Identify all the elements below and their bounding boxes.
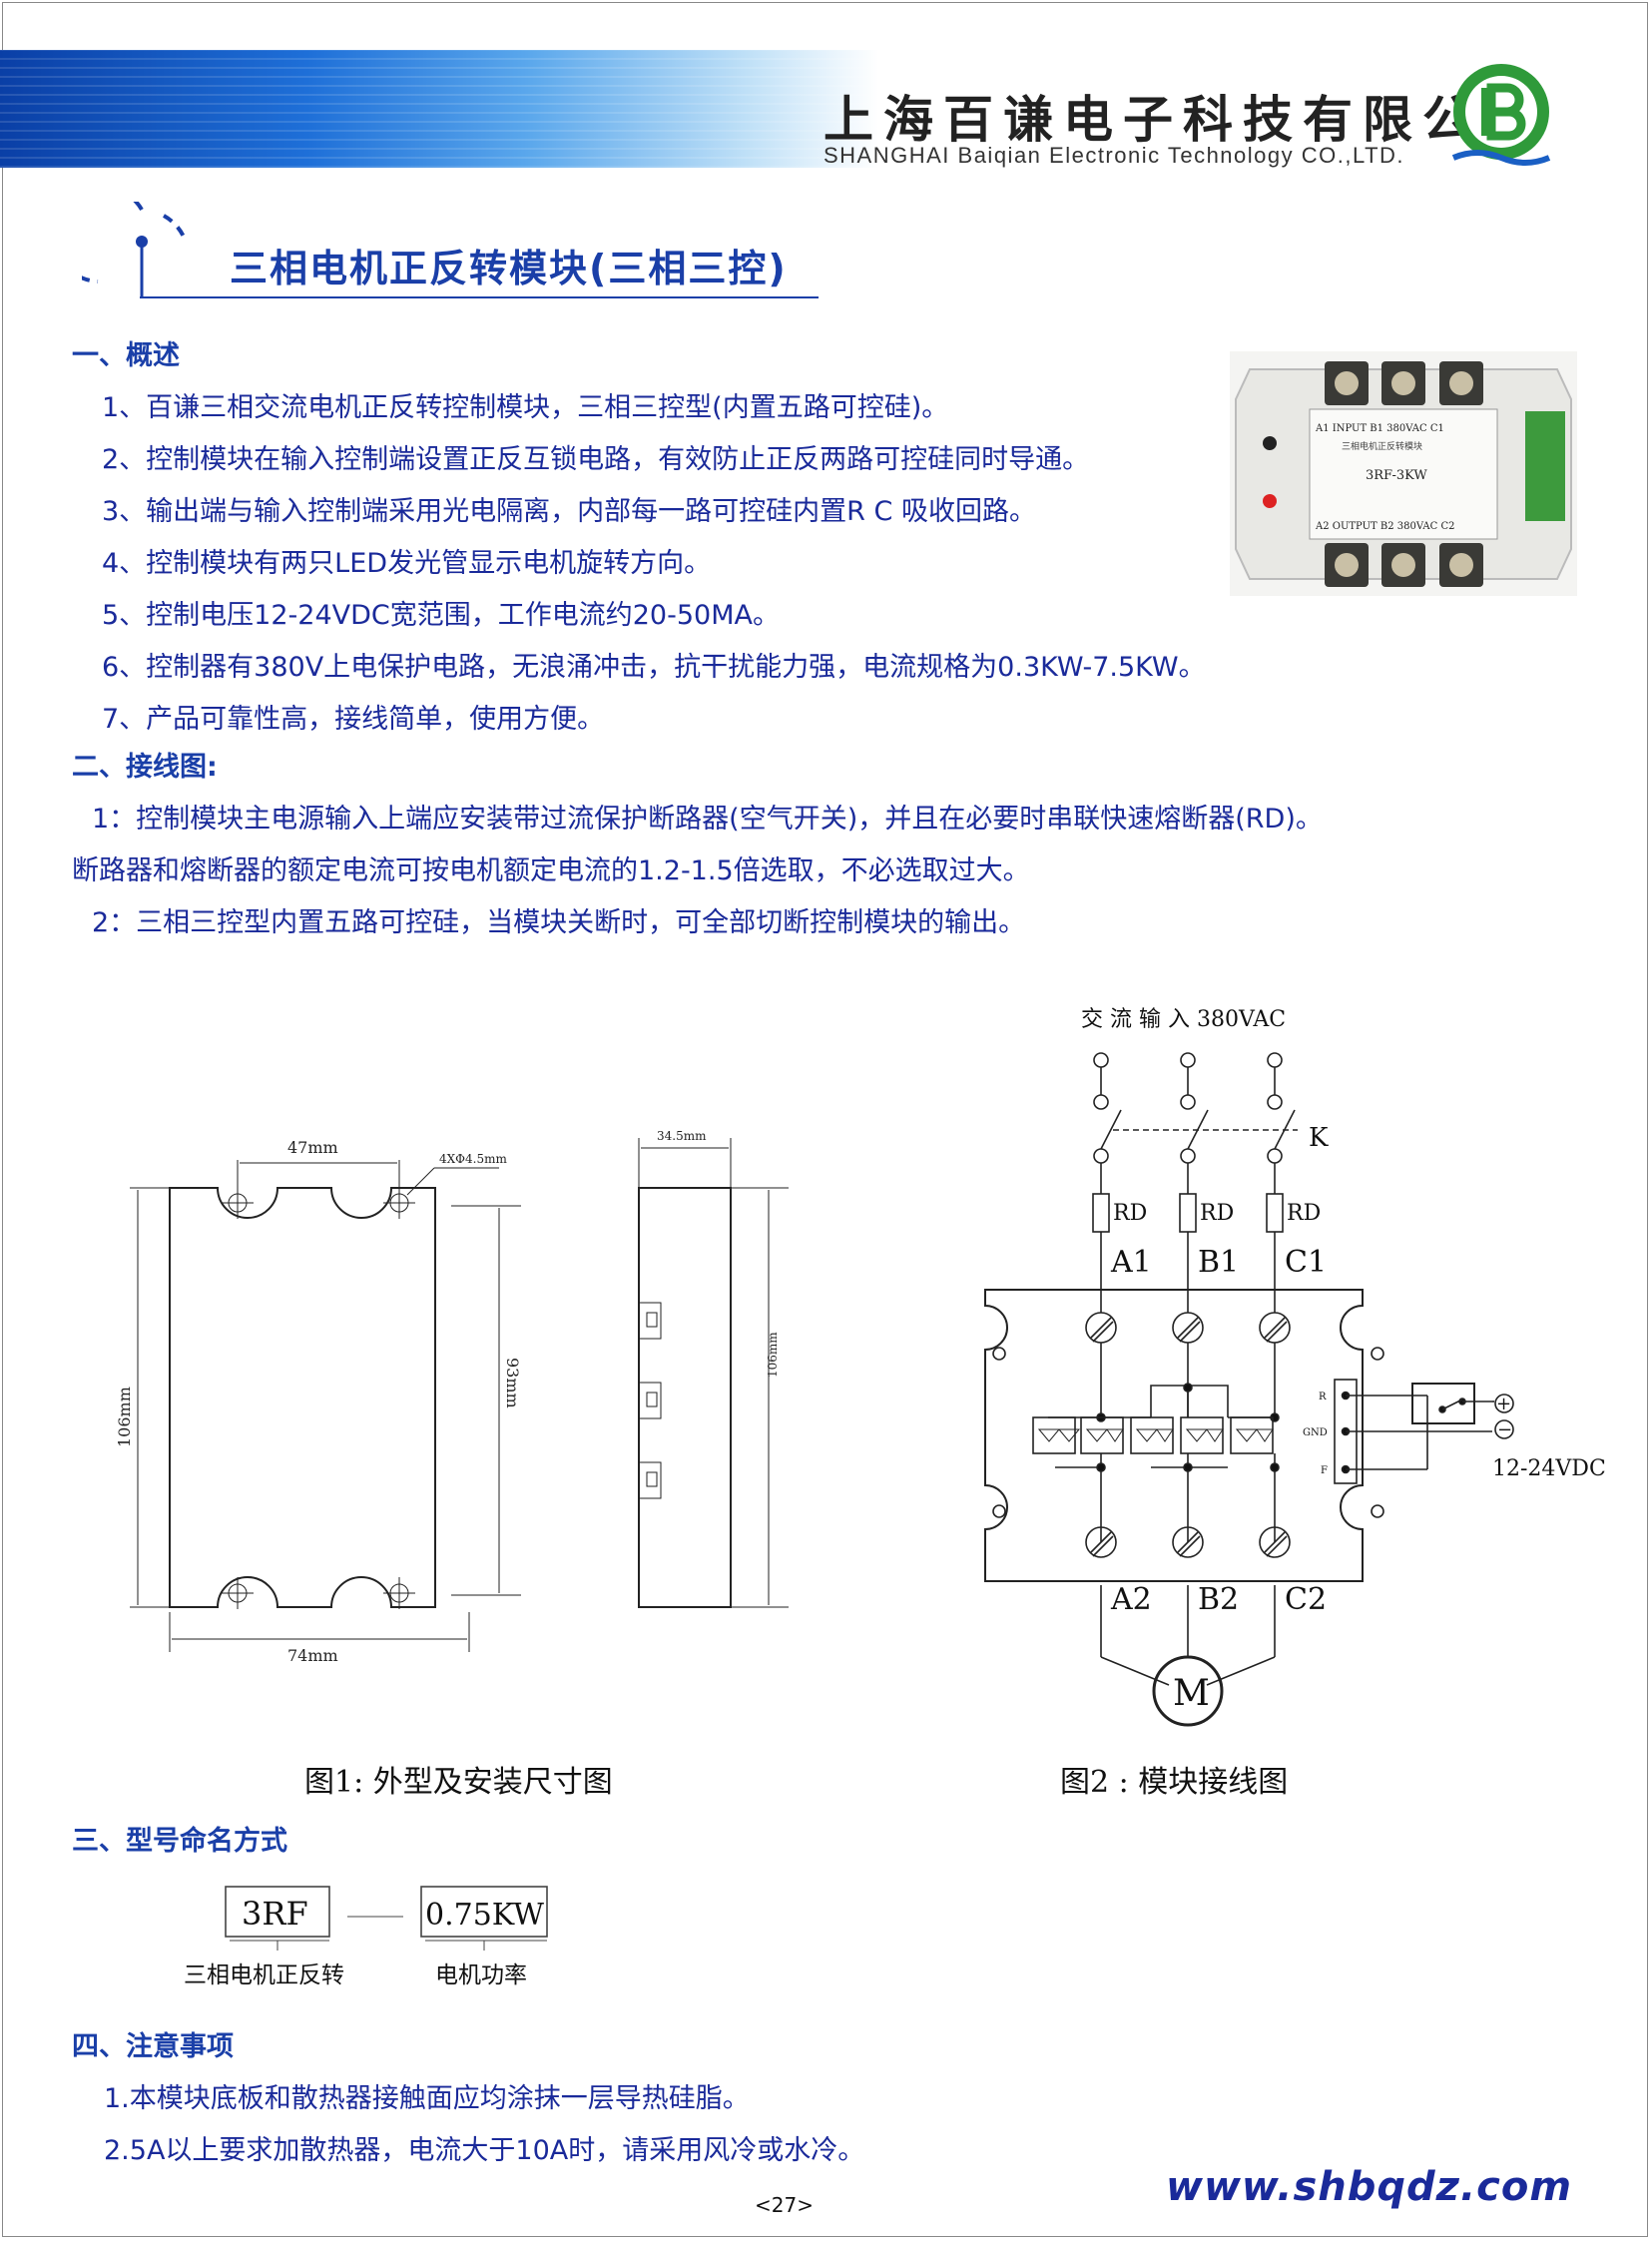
product-photo: A1 INPUT B1 380VAC C1 三相电机正反转模块 3RF-3KW …	[1230, 351, 1577, 596]
dim-side-top: 34.5mm	[657, 1129, 707, 1143]
photo-label-mid: 三相电机正反转模块	[1342, 440, 1422, 452]
phase-a2: A2	[1110, 1582, 1152, 1617]
figure1-dimension-drawing: 47mm 4XΦ4.5mm 106mm 93mm 74mm 34.5mm 106…	[115, 1129, 789, 1665]
minus-sign: −	[1497, 1419, 1512, 1440]
figure1-caption: 图1: 外型及安装尺寸图	[304, 1765, 613, 1800]
section1-item: 4、控制模块有两只LED发光管显示电机旋转方向。	[102, 548, 712, 579]
photo-label-top: A1 INPUT B1 380VAC C1	[1315, 423, 1444, 434]
section2-line: 2：三相三控型内置五路可控硅，当模块关断时，可全部切断控制模块的输出。	[92, 907, 1026, 938]
page-title: 三相电机正反转模块(三相三控)	[230, 247, 788, 290]
section4-heading: 四、注意事项	[72, 2031, 234, 2062]
terminal-gnd: GND	[1303, 1427, 1328, 1438]
switch-k: K	[1309, 1123, 1329, 1153]
section4-item: 1.本模块底板和散热器接触面应均涂抹一层导热硅脂。	[104, 2083, 750, 2114]
company-name-en: SHANGHAI Baiqian Electronic Technology C…	[824, 143, 1405, 168]
photo-label-bottom: A2 OUTPUT B2 380VAC C2	[1315, 521, 1454, 532]
page-number: <27>	[755, 2193, 814, 2217]
control-voltage: 12-24VDC	[1492, 1456, 1606, 1481]
section2-heading: 二、接线图:	[72, 752, 218, 783]
section1-item: 7、产品可靠性高，接线简单，使用方便。	[102, 704, 605, 735]
model-desc-series: 三相电机正反转	[184, 1962, 344, 1988]
fuse-rd-a: RD	[1113, 1201, 1147, 1226]
section1-item: 3、输出端与输入控制端采用光电隔离，内部每一路可控硅内置R C 吸收回路。	[102, 496, 1036, 527]
figure2-caption: 图2 : 模块接线图	[1060, 1765, 1289, 1800]
phase-c1: C1	[1285, 1245, 1327, 1280]
dim-right: 93mm	[503, 1358, 522, 1408]
plus-sign: +	[1496, 1394, 1511, 1414]
model-box-series: 3RF	[242, 1895, 308, 1933]
section3-heading: 三、型号命名方式	[72, 1826, 287, 1857]
dim-left: 106mm	[115, 1387, 134, 1447]
dim-side-right: 106mm	[766, 1332, 780, 1378]
phase-c2: C2	[1285, 1582, 1327, 1617]
header-banner	[0, 50, 878, 168]
section2-line: 断路器和熔断器的额定电流可按电机额定电流的1.2-1.5倍选取，不必选取过大。	[72, 855, 1030, 886]
phase-a1: A1	[1110, 1245, 1152, 1280]
dim-top: 47mm	[287, 1138, 338, 1157]
photo-model: 3RF-3KW	[1366, 468, 1427, 483]
bq-logo-icon	[1451, 64, 1551, 166]
dim-bottom: 74mm	[287, 1646, 338, 1665]
model-desc-power: 电机功率	[435, 1962, 527, 1988]
figure2-wiring-diagram: 交 流 输 入 380VAC K RD RD RD A1 B1 C1	[984, 1007, 1606, 1727]
section4-item: 2.5A以上要求加散热器，电流大于10A时，请采用风冷或水冷。	[104, 2135, 865, 2166]
fuse-rd-c: RD	[1287, 1201, 1321, 1226]
terminal-f: F	[1321, 1465, 1328, 1476]
section1-item: 2、控制模块在输入控制端设置正反互锁电路，有效防止正反两路可控硅同时导通。	[102, 444, 1090, 475]
terminal-r: R	[1319, 1392, 1327, 1402]
website-url[interactable]: www.shbqdz.com	[1166, 2164, 1573, 2210]
motor-m: M	[1173, 1673, 1210, 1714]
model-box-power: 0.75KW	[425, 1898, 544, 1933]
dim-hole: 4XΦ4.5mm	[439, 1152, 507, 1166]
title-underline	[140, 296, 819, 298]
section1-heading: 一、概述	[72, 340, 180, 371]
model-naming-diagram: 3RF 0.75KW 三相电机正反转 电机功率	[184, 1886, 548, 1988]
section1-item: 5、控制电压12-24VDC宽范围，工作电流约20-50MA。	[102, 600, 780, 631]
fuse-rd-b: RD	[1200, 1201, 1234, 1226]
title-decoration-icon	[82, 202, 188, 297]
phase-b1: B1	[1198, 1245, 1239, 1280]
input-label: 交 流 输 入 380VAC	[1081, 1007, 1286, 1032]
section1-item: 1、百谦三相交流电机正反转控制模块，三相三控型(内置五路可控硅)。	[102, 392, 949, 423]
phase-b2: B2	[1198, 1582, 1239, 1617]
company-name-cn: 上海百谦电子科技有限公司	[824, 90, 1542, 149]
section1-item: 6、控制器有380V上电保护电路，无浪涌冲击，抗干扰能力强，电流规格为0.3KW…	[102, 652, 1206, 683]
section2-line: 1：控制模块主电源输入上端应安装带过流保护断路器(空气开关)，并且在必要时串联快…	[92, 804, 1323, 835]
